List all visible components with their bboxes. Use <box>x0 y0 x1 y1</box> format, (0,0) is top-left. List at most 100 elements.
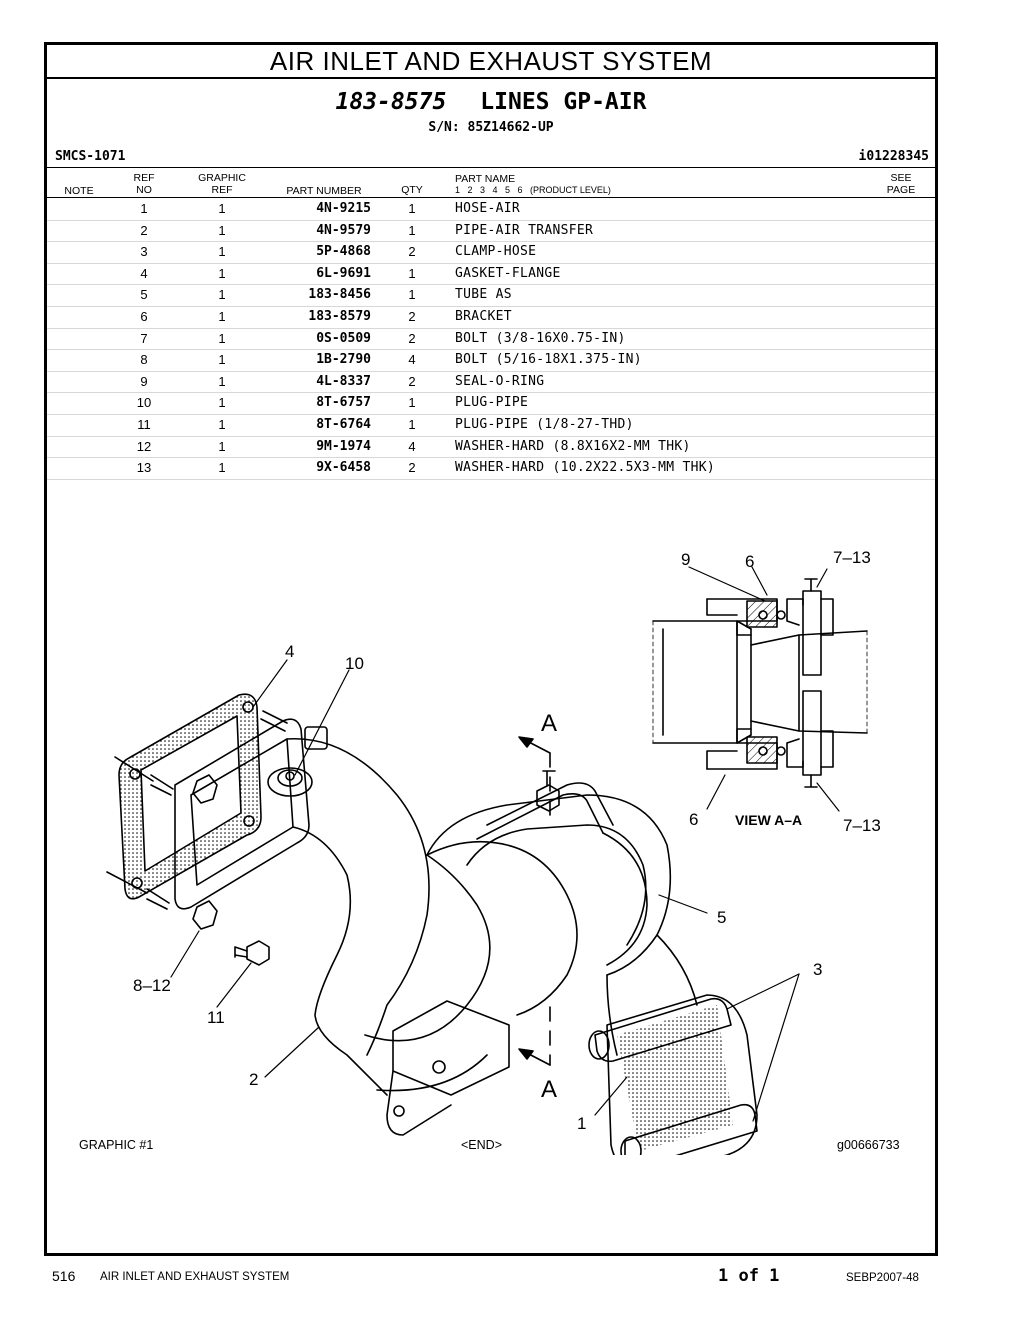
col-graphic-bottom: REF <box>211 184 233 196</box>
air-transfer-pipe-part <box>174 718 578 1136</box>
table-row: 4 1 6L-9691 1 GASKET-FLANGE <box>47 263 935 286</box>
callout-11: 11 <box>207 1008 225 1027</box>
part-number: 9M-1974 <box>316 438 371 454</box>
part-name: HOSE-AIR <box>455 201 521 216</box>
header-top-rule <box>47 167 935 168</box>
tube-assembly-part <box>426 770 698 1056</box>
quantity: 1 <box>408 201 416 216</box>
graphic-ref: 1 <box>218 222 226 238</box>
col-see-top: SEE <box>890 172 912 184</box>
part-number: 4L-8337 <box>316 373 371 389</box>
quantity: 4 <box>408 438 416 454</box>
gasket-flange-part <box>118 693 262 900</box>
quantity: 2 <box>408 373 416 389</box>
part-name: CLAMP-HOSE <box>455 244 537 260</box>
ref-no: 6 <box>140 309 148 324</box>
graphic-ref: 1 <box>218 352 226 368</box>
quantity: 2 <box>408 330 416 346</box>
quantity: 1 <box>408 417 416 432</box>
quantity: 2 <box>408 460 416 476</box>
part-name: SEAL-O-RING <box>455 373 545 389</box>
part-name: PIPE-AIR TRANSFER <box>455 222 594 238</box>
quantity: 2 <box>408 244 416 260</box>
part-number: 8T-6764 <box>316 417 371 432</box>
header-bottom-rule <box>47 197 935 198</box>
detail-callout-9: 9 <box>681 550 690 569</box>
callout-2: 2 <box>249 1070 258 1089</box>
ref-no: 2 <box>140 222 148 238</box>
illustration-id: i01228345 <box>858 149 929 164</box>
detail-callout-6-top: 6 <box>745 552 754 571</box>
page-of: 1 of 1 <box>718 1266 780 1286</box>
col-ref-bottom: NO <box>136 184 152 196</box>
page-number: 516 <box>52 1268 76 1284</box>
quantity: 1 <box>408 395 416 411</box>
quantity: 1 <box>408 265 416 281</box>
ref-no: 12 <box>136 438 152 454</box>
graphic-ref: 1 <box>218 395 226 411</box>
graphic-ref: 1 <box>218 265 226 281</box>
document-number: SEBP2007-48 <box>846 1272 919 1284</box>
part-name: GASKET-FLANGE <box>455 265 561 281</box>
graphic-ref: 1 <box>218 417 226 432</box>
callout-labels: 4 10 8–12 11 2 5 3 1 A A 9 6 7–13 6 7–13… <box>133 548 881 1133</box>
part-name: PLUG-PIPE <box>455 395 529 411</box>
part-name: WASHER-HARD (10.2X22.5X3-MM THK) <box>455 460 716 476</box>
part-name: BOLT (3/8-16X0.75-IN) <box>455 330 626 346</box>
part-number: 5P-4868 <box>316 244 371 260</box>
callout-1: 1 <box>577 1114 586 1133</box>
callout-10: 10 <box>345 654 364 673</box>
ref-no: 4 <box>140 265 148 281</box>
col-graphic-top: GRAPHIC <box>198 172 246 184</box>
section-a-bottom-label: A <box>541 1076 557 1103</box>
col-part-number: PART NUMBER <box>286 185 362 197</box>
detail-callout-7-13-top: 7–13 <box>833 548 871 567</box>
part-number: 6L-9691 <box>316 265 371 281</box>
detail-callout-6-bottom: 6 <box>689 810 698 829</box>
view-a-a-label: VIEW A–A <box>735 812 802 828</box>
callout-8-12: 8–12 <box>133 976 171 995</box>
callout-3: 3 <box>813 960 822 979</box>
view-a-a-detail <box>652 566 868 812</box>
footer-section: AIR INLET AND EXHAUST SYSTEM <box>100 1271 290 1283</box>
group-name: LINES GP-AIR <box>480 89 647 115</box>
table-row: 2 1 4N-9579 1 PIPE-AIR TRANSFER <box>47 220 935 243</box>
flange-bolts <box>106 710 328 910</box>
group-number: 183-8575 <box>335 89 447 115</box>
graphic-id: g00666733 <box>837 1138 900 1152</box>
hose-air-part <box>588 994 758 1176</box>
ref-no: 5 <box>140 287 148 303</box>
ref-no: 1 <box>140 201 148 216</box>
plug-pipe-part <box>234 940 270 966</box>
graphic-ref: 1 <box>218 330 226 346</box>
part-number: 4N-9579 <box>316 222 371 238</box>
ref-no: 9 <box>140 373 148 389</box>
detail-callout-7-13-bottom: 7–13 <box>843 816 881 835</box>
graphic-ref: 1 <box>218 438 226 454</box>
part-number: 9X-6458 <box>316 460 371 476</box>
graphic-ref: 1 <box>218 309 226 324</box>
part-number: 8T-6757 <box>316 395 371 411</box>
callout-leaders <box>170 659 800 1122</box>
ref-no: 11 <box>137 417 151 432</box>
group-title: 183-8575 LINES GP-AIR <box>47 89 935 115</box>
col-product-levels: 1 2 3 4 5 6 (PRODUCT LEVEL) <box>455 185 611 195</box>
quantity: 1 <box>408 222 416 238</box>
part-number: 0S-0509 <box>316 330 371 346</box>
col-part-name: PART NAME <box>455 173 516 185</box>
ref-no: 13 <box>136 460 152 476</box>
smcs-code: SMCS-1071 <box>55 149 126 164</box>
callout-4: 4 <box>285 642 294 661</box>
graphic-ref: 1 <box>218 201 226 216</box>
part-name: TUBE AS <box>455 287 512 303</box>
col-ref-top: REF <box>133 172 155 184</box>
part-name: BRACKET <box>455 309 512 324</box>
